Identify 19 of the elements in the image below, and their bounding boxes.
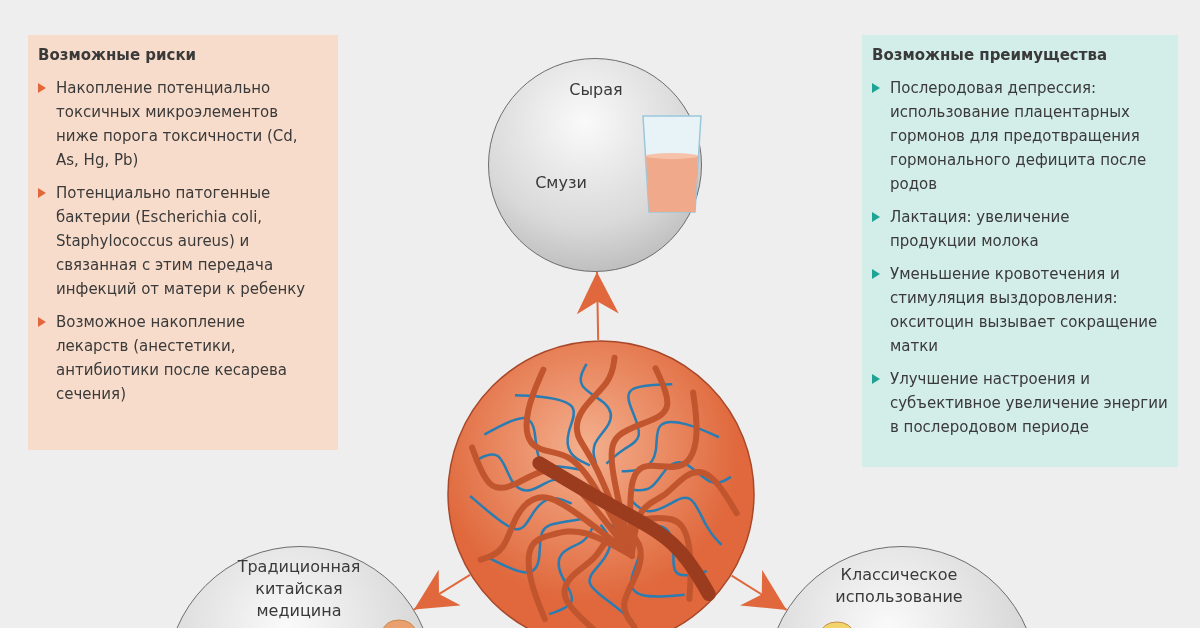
panel-heading: Возможные риски	[38, 45, 198, 66]
circle-label: Сырая	[568, 79, 624, 101]
bullet-text: Улучшение настроения и субъективное увеличение энергии в послеродовом периоде	[890, 370, 1168, 436]
arrow	[730, 569, 788, 611]
bullet-text: Уменьшение кровотечения и стимуляция выздоровления: окситоцин вызывает сокращение матки	[890, 265, 1158, 355]
circle-label: Классическое использование	[834, 564, 964, 608]
bullet-text: Накопление потенциально токсичных микроэлементов ниже порога токсичности (Cd, As, Hg, Pb)	[56, 79, 298, 169]
bullet-text: Послеродовая депрессия: использование плацентарных гормонов для предотвращения гормонального дефицита после родов	[890, 79, 1147, 193]
panel-heading: Возможные преимущества	[872, 45, 1109, 66]
placenta-drawing	[447, 340, 755, 628]
bullet-text: Лактация: увеличение продукции молока	[890, 208, 1070, 250]
bullet-text: Возможное накопление лекарств (анестетики, антибиотики после кесарева сечения)	[56, 313, 288, 403]
circle-label: Смузи	[534, 172, 588, 194]
bullet-text: Потенциально патогенные бактерии (Escherichia coli, Staphylococcus aureus) и связанная с этим передача инфекций от матери к ребенку	[56, 184, 306, 298]
arrow	[413, 569, 471, 611]
arrow	[576, 271, 619, 342]
text-panel	[28, 35, 338, 450]
text-panel	[862, 35, 1178, 467]
circle-label: Традиционная китайская медицина	[236, 556, 362, 622]
